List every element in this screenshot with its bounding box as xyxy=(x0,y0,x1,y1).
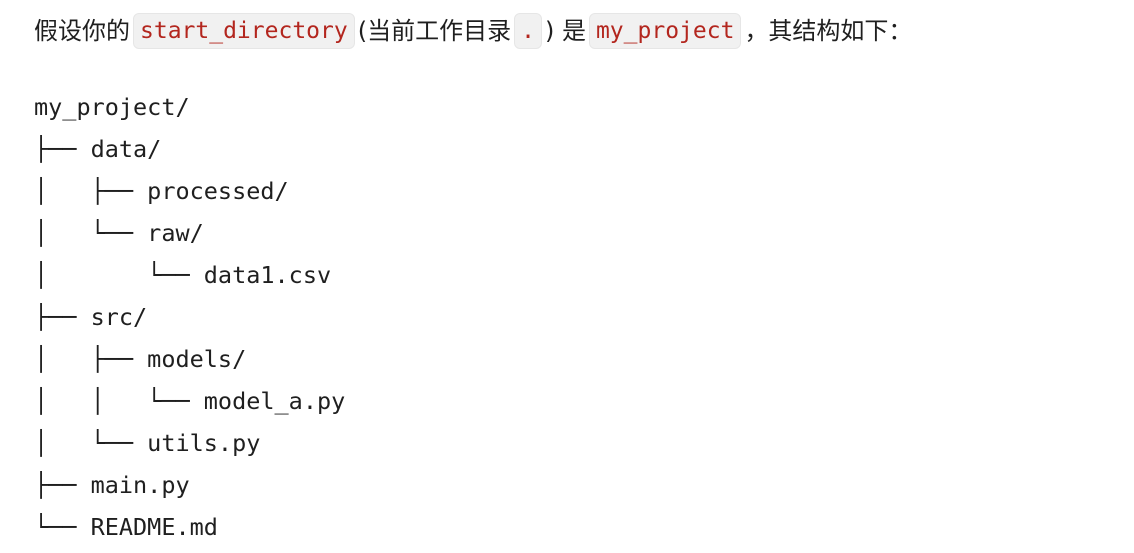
inline-code-dot: . xyxy=(514,13,542,49)
tree-line-data1-csv: │ └── data1.csv xyxy=(34,261,332,289)
tree-line-src-dir: ├── src/ xyxy=(34,303,148,331)
tree-line-model-a-py: │ │ └── model_a.py xyxy=(34,387,346,415)
tree-line-data-dir: ├── data/ xyxy=(34,135,162,163)
intro-text-4: ，其结构如下： xyxy=(744,17,913,45)
tree-line-root: my_project/ xyxy=(34,93,190,121)
tree-line-main-py: ├── main.py xyxy=(34,471,190,499)
tree-line-readme-md: └── README.md xyxy=(34,513,218,541)
directory-tree: my_project/ ├── data/ │ ├── processed/ │… xyxy=(34,55,1124,548)
inline-code-start-directory: start_directory xyxy=(133,13,355,49)
inline-code-my-project: my_project xyxy=(588,13,742,49)
intro-text-1: 假设你的 xyxy=(34,17,130,45)
tree-line-utils-py: │ └── utils.py xyxy=(34,429,261,457)
tree-line-raw-dir: │ └── raw/ xyxy=(34,219,204,247)
intro-text-3: ) 是 xyxy=(544,17,586,45)
tree-line-models-dir: │ ├── models/ xyxy=(34,345,247,373)
intro-text-2: (当前工作目录 xyxy=(357,17,512,45)
tree-line-processed-dir: │ ├── processed/ xyxy=(34,177,289,205)
